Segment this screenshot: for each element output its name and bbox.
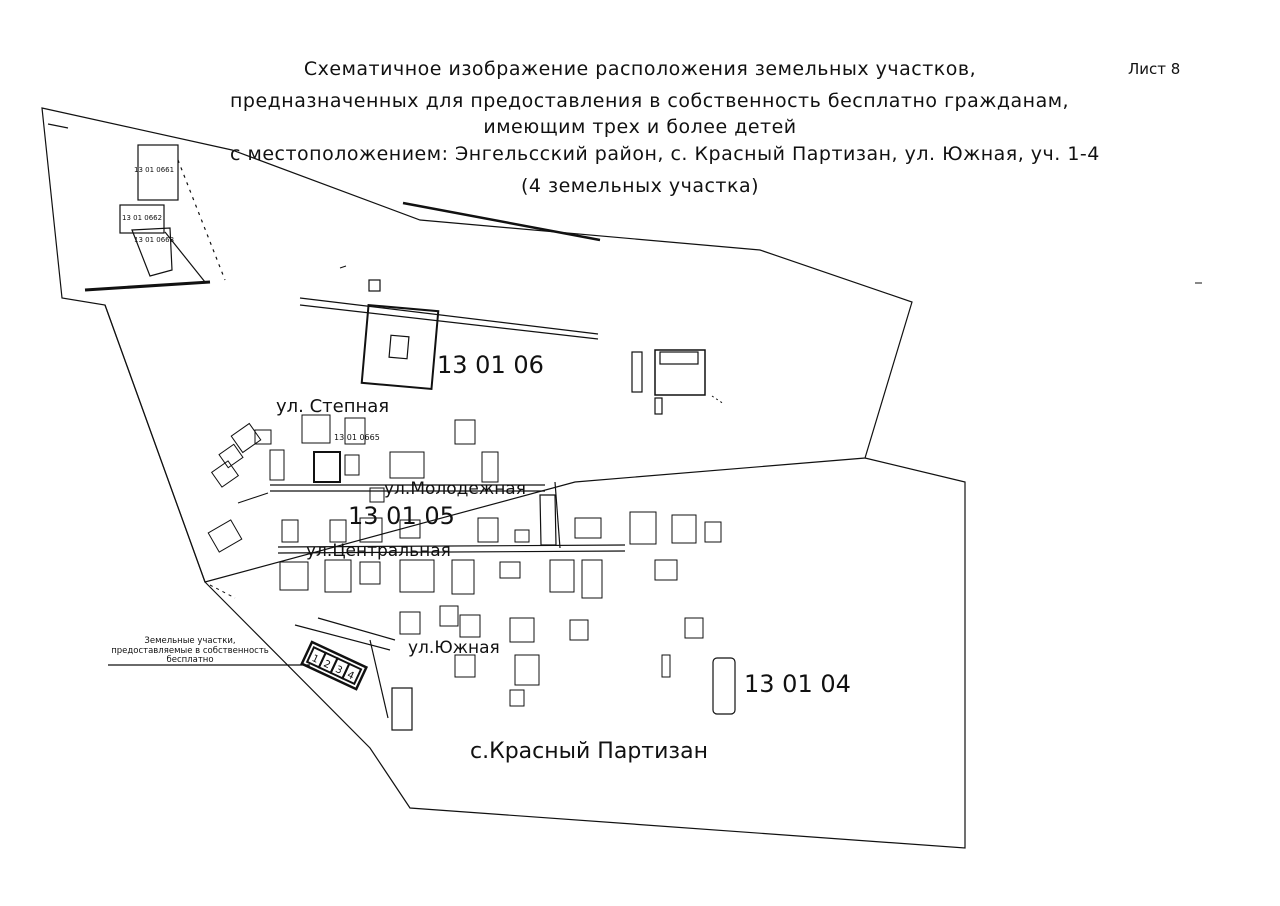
legend-line-1: Земельные участки, — [144, 636, 235, 646]
west-houses — [207, 422, 285, 553]
farm-parcel — [360, 304, 440, 390]
title-line-3: имеющим трех и более детей — [483, 116, 797, 138]
title-line-4: с местоположением: Энгельсский район, с.… — [230, 143, 1100, 165]
road-north-2 — [299, 297, 599, 335]
street-tsentralnaya: ул.Центральная — [306, 541, 451, 561]
street-tsentralnaya-line — [277, 544, 626, 548]
parcel-0663 — [131, 227, 173, 277]
lane-south-2 — [317, 617, 396, 641]
title-line-1: Схематичное изображение расположения зем… — [303, 58, 977, 80]
boundary-south — [204, 457, 966, 849]
label-130105: 13 01 05 — [348, 502, 455, 530]
road-nw-hatch — [84, 280, 211, 292]
street-tsentralnaya-line2 — [277, 550, 626, 554]
lane-south-3 — [369, 639, 389, 719]
label-parcel-0661: 13 01 0661 — [134, 166, 174, 174]
plot-label-2: 2 — [322, 659, 332, 672]
south-building — [391, 687, 413, 731]
sheet-number: Лист 8 — [1128, 60, 1181, 78]
label-parcel-0663: 13 01 0663 — [134, 236, 174, 244]
east-building-1 — [654, 349, 706, 396]
east-building-2 — [659, 351, 699, 365]
plot-label-3: 3 — [333, 664, 343, 677]
east-building-3 — [631, 351, 643, 393]
lane-1 — [554, 481, 561, 549]
street-molodezhnaya: ул.Молодежная — [384, 479, 526, 499]
east-building-4 — [654, 397, 663, 415]
long-parcel — [539, 494, 557, 546]
parcel-0662 — [119, 204, 165, 234]
label-130106: 13 01 06 — [437, 351, 544, 379]
houses-row-1 — [301, 414, 499, 503]
farm-building — [388, 334, 410, 360]
title-line-5: (4 земельных участка) — [520, 175, 760, 197]
nw-dashed-1 — [177, 159, 226, 281]
parcel-0661 — [137, 144, 179, 201]
boundary-north — [41, 107, 913, 583]
title-line-2: предназначенных для предоставления в соб… — [230, 90, 1070, 112]
label-parcel-0665: 13 01 0665 — [334, 433, 380, 442]
houses-row-2 — [281, 511, 722, 545]
label-parcel-0662: 13 01 0662 — [122, 214, 162, 222]
houses-row-4 — [399, 605, 704, 707]
street-yuzhnaya: ул.Южная — [408, 638, 500, 658]
east-tall-building — [712, 657, 736, 715]
houses-row-3 — [279, 559, 678, 599]
street-stepnaya: ул. Степная — [276, 396, 389, 417]
nw-dashed-2 — [164, 231, 206, 283]
lane-south-1 — [294, 624, 391, 651]
village-name: с.Красный Партизан — [470, 739, 708, 764]
tick-marks — [209, 265, 1202, 599]
road-north-1 — [402, 201, 601, 242]
road-north-3 — [299, 304, 599, 340]
allocated-plots — [300, 640, 369, 691]
plot-label-1: 1 — [310, 653, 320, 666]
nw-tick — [47, 123, 69, 129]
legend-line-2: предоставляемые в собственность — [111, 646, 269, 656]
small-square — [368, 279, 381, 292]
plot-4 — [341, 662, 363, 686]
legend-line-3: бесплатно — [166, 655, 213, 665]
boundary-west-inner — [104, 304, 206, 583]
plot-label-4: 4 — [345, 670, 355, 683]
label-130104: 13 01 04 — [744, 670, 851, 698]
